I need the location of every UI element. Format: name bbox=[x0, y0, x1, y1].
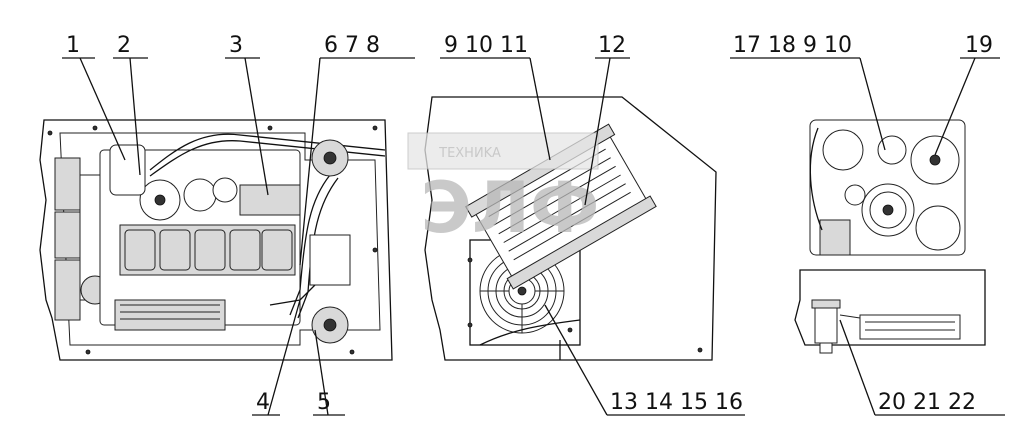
callout-9-10-11: 9 10 11 bbox=[444, 33, 528, 58]
callout-12: 12 bbox=[598, 33, 626, 58]
callout-5: 5 bbox=[317, 390, 331, 415]
callout-2: 2 bbox=[117, 33, 131, 58]
callout-labels: 1 2 3 6 7 8 4 5 9 10 11 12 13 14 15 16 1… bbox=[66, 33, 993, 415]
right-engine-front-view bbox=[809, 119, 966, 256]
callout-1: 1 bbox=[66, 33, 80, 58]
watermark-brand-big: ЭЛФ bbox=[421, 167, 600, 249]
callout-6-7-8: 6 7 8 bbox=[324, 33, 380, 58]
callout-4: 4 bbox=[256, 390, 270, 415]
callout-leaders bbox=[62, 57, 1005, 416]
left-engine-view bbox=[39, 119, 393, 361]
watermark-brand-small: TEXHИKA bbox=[438, 146, 501, 161]
right-bottom-view bbox=[794, 269, 986, 354]
callout-20-21-22: 20 21 22 bbox=[878, 390, 976, 415]
callout-3: 3 bbox=[229, 33, 243, 58]
callout-17-18-9-10: 17 18 9 10 bbox=[733, 33, 852, 58]
watermark-logo: TEXHИKA ЭЛФ bbox=[407, 132, 600, 249]
callout-19: 19 bbox=[965, 33, 993, 58]
callout-13-14-15-16: 13 14 15 16 bbox=[610, 390, 743, 415]
